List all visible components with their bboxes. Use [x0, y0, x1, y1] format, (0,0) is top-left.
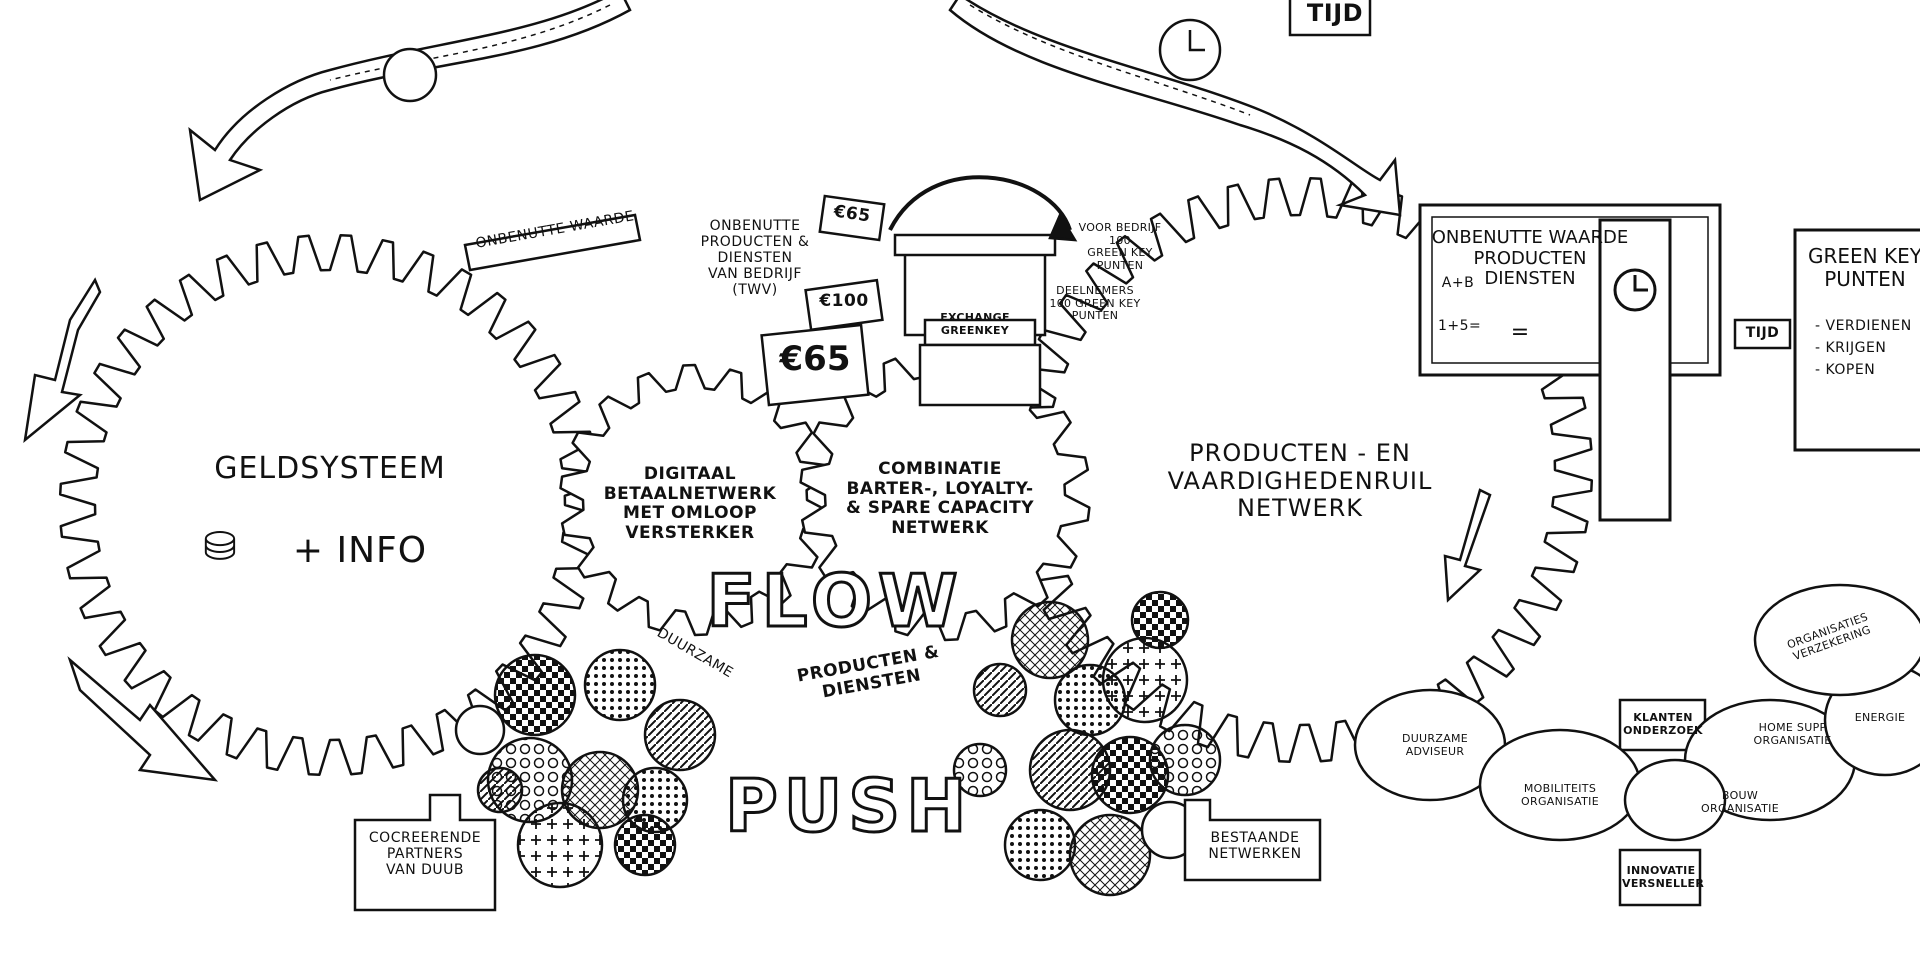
exchange-building — [888, 175, 1078, 407]
board-formula-eq: 1+5= — [1438, 318, 1482, 334]
patterned-circle — [643, 698, 717, 772]
cocreerende-partners-sign: COCREERENDE PARTNERS VAN DUUB — [368, 830, 482, 879]
green-key-item: - KOPEN — [1815, 362, 1876, 378]
patterned-circle — [972, 662, 1028, 718]
board-equals: = — [1510, 320, 1530, 345]
money-arrow — [188, 0, 632, 202]
onbenutte-producten-note: ONBENUTTE PRODUCTEN & DIENSTEN VAN BEDRI… — [700, 218, 810, 299]
signs — [353, 0, 1792, 912]
voor-bedrijf-note: VOOR BEDRIJF 100 GREEN KEY PUNTEN — [1078, 221, 1162, 272]
combinatie-gear-label: COMBINATIE BARTER-, LOYALTY- & SPARE CAP… — [845, 459, 1035, 538]
patterned-circle — [1148, 723, 1222, 797]
push-label: PUSH — [724, 763, 973, 849]
left-arrows — [23, 277, 1492, 782]
producten-netwerk-label: PRODUCTEN - EN VAARDIGHEDENRUIL NETWERK — [1167, 439, 1433, 523]
bestaande-netwerken-sign: BESTAANDE NETWERKEN — [1208, 830, 1302, 863]
duurzame-adviseur-label: DUURZAME ADVISEUR — [1401, 732, 1469, 758]
patterned-circle — [1101, 636, 1189, 724]
coin-stack-icon: ⛁ — [203, 524, 237, 570]
price-100: €100 — [819, 291, 869, 311]
geldsysteem-title: GELDSYSTEEM — [214, 451, 446, 486]
klanten-onderzoek-label: KLANTEN ONDERZOEK — [1623, 711, 1703, 737]
patterned-circle — [516, 801, 604, 889]
patterned-circle — [493, 653, 577, 737]
tijd-sign-right: TIJD — [1745, 325, 1780, 341]
innovatie-label: INNOVATIE VERSNELLER — [1622, 864, 1705, 890]
patterned-circle — [454, 704, 506, 756]
patterned-circle — [613, 813, 677, 877]
bouw-label: BOUW ORGANISATIE — [1701, 789, 1779, 815]
green-key-item: - KRIJGEN — [1815, 340, 1887, 356]
chalkboard — [1418, 203, 1722, 522]
flow-label: FLOW — [705, 558, 964, 644]
gear-geldsysteem — [58, 233, 602, 777]
green-key-title: GREEN KEY PUNTEN — [1808, 244, 1920, 291]
energie-label: ENERGIE — [1854, 711, 1906, 724]
green-key-card — [1793, 228, 1920, 452]
tijd-sign-top: TIJD — [1306, 0, 1364, 27]
price-65-big: €65 — [779, 339, 851, 379]
patterned-circle — [952, 742, 1008, 798]
patterned-circle — [1130, 590, 1190, 650]
patterned-circle — [476, 766, 524, 814]
digitaal-gear-label: DIGITAAL BETAALNETWERK MET OMLOOP VERSTE… — [603, 464, 777, 543]
green-key-item: - VERDIENEN — [1815, 318, 1912, 334]
mobiliteits-label: MOBILITEITS ORGANISATIE — [1521, 782, 1599, 808]
money-notes — [760, 194, 886, 407]
deelnemers-note: DEELNEMERS 100 GREEN KEY PUNTEN — [1049, 284, 1141, 323]
exchange-label: EXCHANGE GREENKEY — [940, 311, 1010, 337]
info-label: + INFO — [292, 530, 428, 571]
patterned-circle — [583, 648, 657, 722]
patterned-circle — [1003, 808, 1077, 882]
board-title: ONBENUTTE WAARDE PRODUCTEN DIENSTEN — [1431, 227, 1629, 290]
gear-digitaal — [559, 363, 831, 637]
time-arrow — [948, 0, 1402, 217]
homesupp-label: HOME SUPP ORGANISATIE — [1753, 721, 1832, 747]
cloud-group — [1353, 583, 1920, 842]
patterned-circle — [1068, 813, 1152, 897]
board-formula-a: A+B — [1441, 275, 1475, 291]
patterned-circle — [1010, 600, 1090, 680]
